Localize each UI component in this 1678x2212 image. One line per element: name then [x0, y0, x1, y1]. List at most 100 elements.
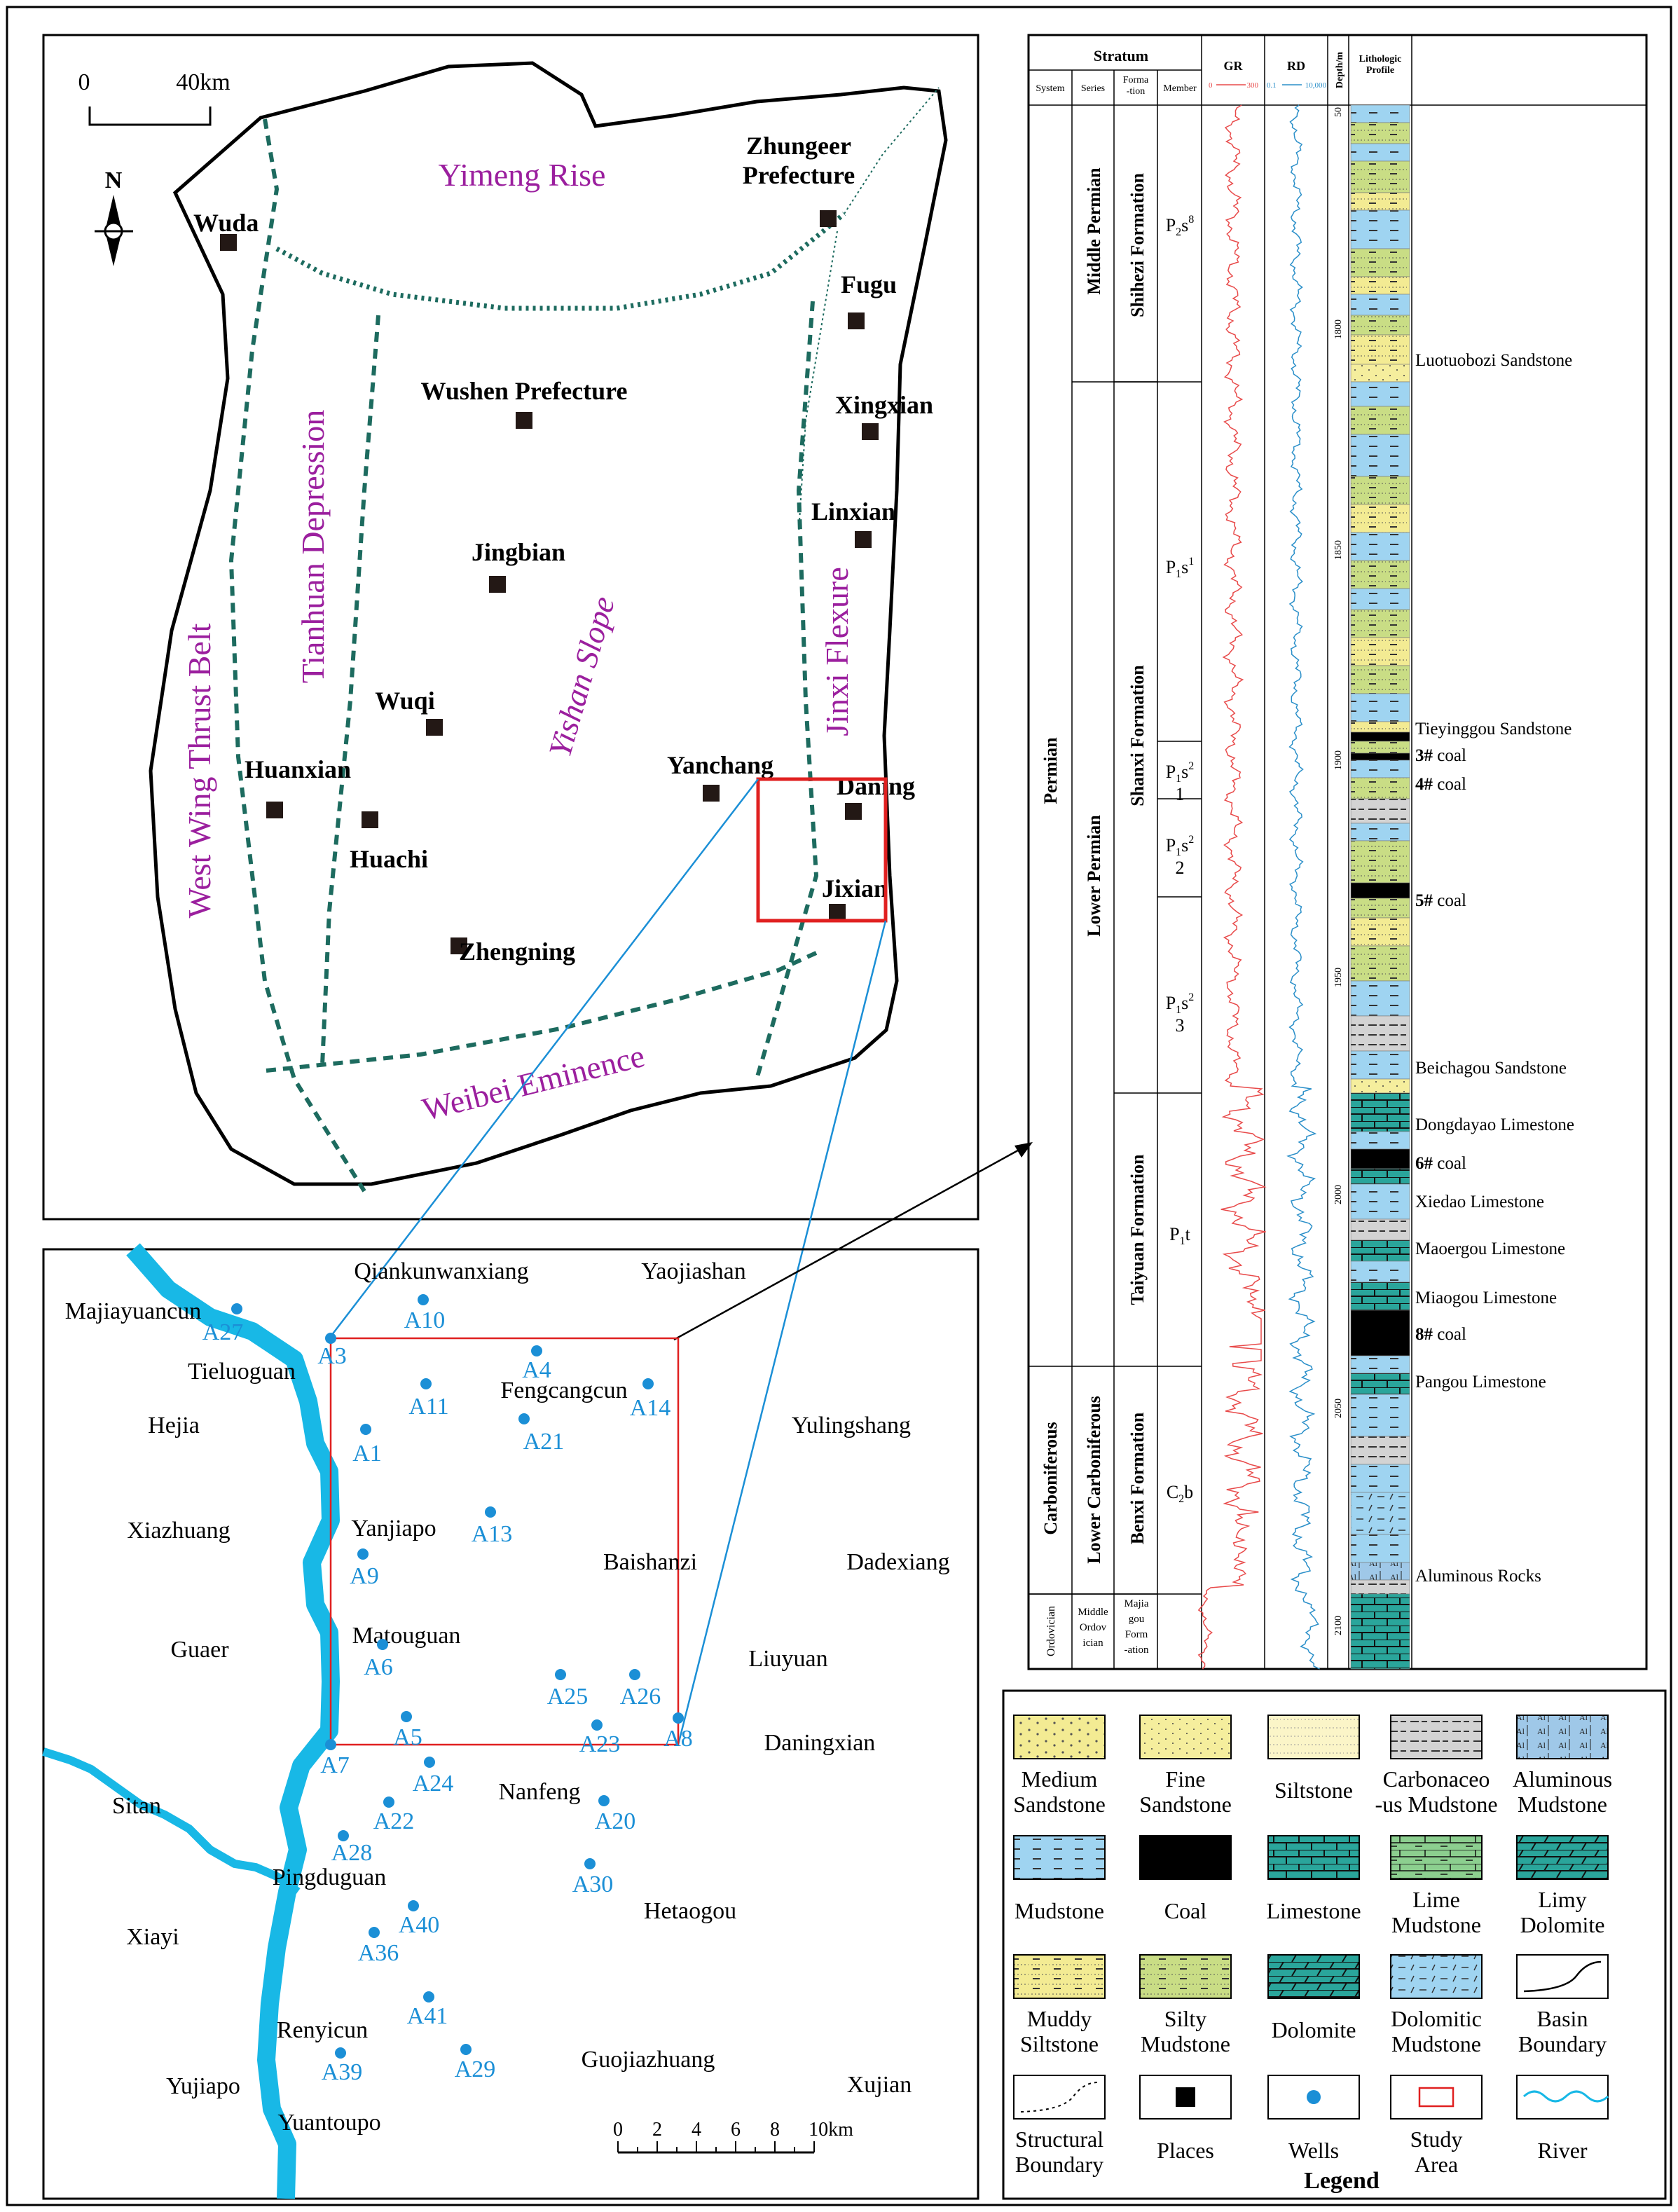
well-label: A9	[350, 1563, 379, 1589]
regional-scale-label: 0	[78, 69, 90, 95]
legend-item: Mudstone	[1013, 1835, 1106, 1923]
well-marker-icon	[325, 1739, 336, 1750]
well-label: A22	[373, 1808, 415, 1834]
legend-swatch	[1267, 1715, 1360, 1759]
system-label: Ordovician	[1045, 1606, 1057, 1656]
litho-layer	[1350, 104, 1410, 123]
structural-boundary-icon	[1020, 2082, 1099, 2113]
series-label: Lower Permian	[1084, 815, 1104, 937]
town-label: Fengcangcun	[500, 1378, 627, 1403]
legend-item: Dolomite	[1267, 1954, 1360, 2042]
town-label: Xiazhuang	[127, 1518, 230, 1544]
unit-label: Yimeng Rise	[439, 157, 606, 193]
well-marker-icon	[584, 1858, 596, 1869]
layer-annotation: Maoergou Limestone	[1415, 1239, 1565, 1258]
litho-layer	[1350, 637, 1410, 666]
litho-layer	[1350, 1050, 1410, 1080]
legend-label: River	[1537, 2138, 1587, 2163]
well-label: A10	[404, 1307, 446, 1333]
legend-label: Siltstone	[1274, 1778, 1353, 1803]
layer-annotation: Aluminous Rocks	[1415, 1567, 1541, 1586]
basin-boundary-icon	[1523, 1960, 1602, 1993]
gr-max: 300	[1247, 81, 1259, 90]
tributary-river	[42, 1747, 301, 1895]
litho-layer	[1350, 1218, 1410, 1241]
legend-swatch	[1013, 1715, 1106, 1759]
legend-swatch	[1139, 1715, 1232, 1759]
well-label: A41	[407, 2003, 448, 2029]
northeast-boundary	[844, 87, 940, 214]
litho-layer	[1350, 122, 1410, 144]
place-marker-icon	[829, 904, 846, 921]
layer-annotation: 3# coal	[1415, 746, 1466, 765]
litho-layer	[1350, 609, 1410, 638]
place-label: Wuda	[193, 209, 259, 237]
scale-label: 4	[692, 2119, 701, 2141]
member-label: P1t	[1169, 1224, 1190, 1247]
study-area-box	[756, 777, 888, 923]
litho-layer	[1350, 945, 1410, 982]
litho-layer	[1350, 334, 1410, 365]
well-marker-icon	[420, 1378, 432, 1389]
well-marker-icon	[377, 1639, 388, 1650]
town-label: Tieluoguan	[188, 1359, 296, 1385]
town-label: Hetaogou	[644, 1898, 736, 1924]
well-label: A3	[317, 1343, 347, 1369]
member-label: P1s1	[1166, 556, 1195, 580]
place-marker-icon	[426, 719, 443, 736]
litho-layer	[1350, 1310, 1410, 1356]
gr-min: 0	[1209, 81, 1213, 90]
litho-layer	[1350, 588, 1410, 610]
place-label: Zhengning	[459, 937, 575, 966]
litho-layer	[1350, 1168, 1410, 1185]
town-label: Daningxian	[764, 1730, 876, 1756]
litho-layer	[1350, 1492, 1410, 1535]
litho-layer	[1350, 160, 1410, 193]
place-label: Wushen Prefecture	[421, 377, 628, 405]
legend-swatch	[1516, 2075, 1609, 2120]
legend-label: Places	[1157, 2138, 1214, 2163]
well-marker-icon	[357, 1548, 369, 1560]
layer-annotation: Beichagou Sandstone	[1415, 1059, 1567, 1078]
litho-layer	[1350, 1355, 1410, 1374]
well-marker-icon	[423, 1991, 434, 2003]
study-area-icon	[1418, 2087, 1455, 2108]
stratigraphic-column: Stratum System Series Forma-tion Member …	[1027, 34, 1648, 1670]
well-marker-icon	[401, 1711, 412, 1722]
formation-label: Taiyuan Formation	[1127, 1154, 1148, 1305]
legend-swatch	[1267, 1835, 1360, 1880]
well-marker-icon	[408, 1900, 419, 1911]
litho-layer	[1350, 315, 1410, 336]
regional-scale-bar	[88, 107, 212, 126]
well-label: A11	[408, 1394, 448, 1420]
place-marker-icon	[862, 423, 879, 440]
litho-layer	[1350, 434, 1410, 477]
well-marker-icon	[418, 1294, 429, 1305]
member-label: 3	[1176, 1015, 1185, 1036]
rd-log-curve	[1286, 104, 1320, 1670]
member-header: Member	[1163, 83, 1197, 94]
litho-layer	[1350, 760, 1410, 778]
well-label: A1	[352, 1441, 382, 1466]
depth-tick-label: 1850	[1333, 540, 1344, 560]
well-marker-icon	[531, 1345, 542, 1356]
legend-swatch	[1013, 1835, 1106, 1880]
well-marker-icon	[1307, 2090, 1321, 2104]
litho-layer	[1350, 898, 1410, 919]
north-label: N	[105, 167, 123, 193]
litho-layer	[1350, 1148, 1410, 1169]
place-label: Daning	[837, 772, 915, 800]
